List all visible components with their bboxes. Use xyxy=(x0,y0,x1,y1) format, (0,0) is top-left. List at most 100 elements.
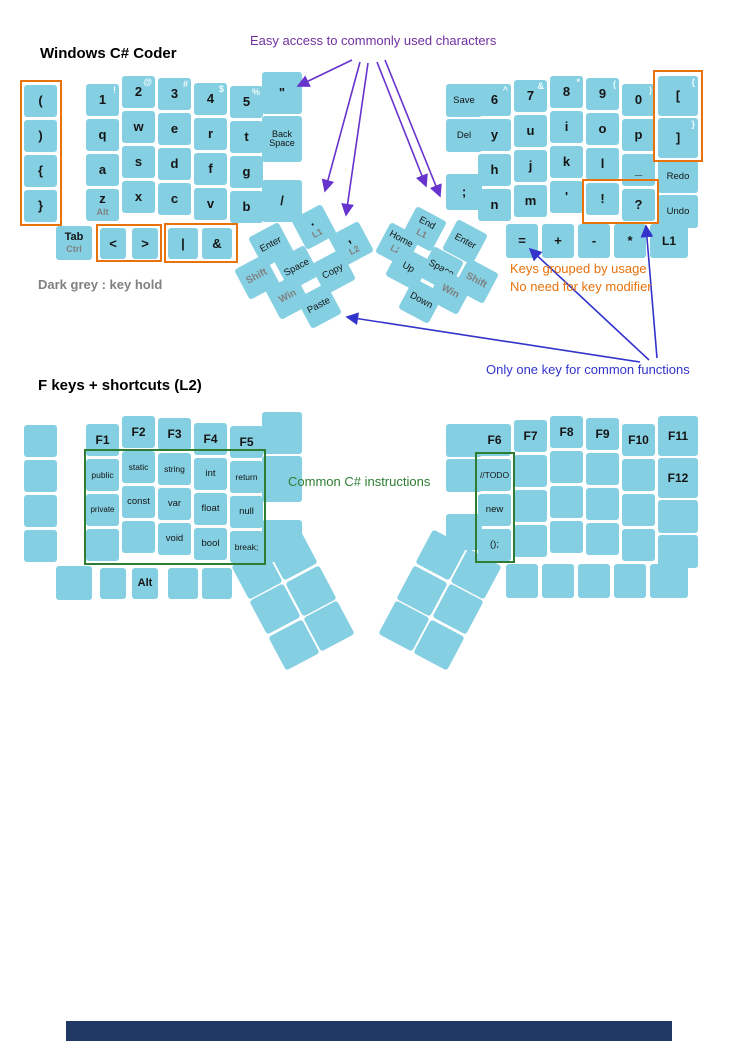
key-symbol: ; xyxy=(446,174,482,210)
note-csharp-instructions: Common C# instructions xyxy=(288,474,431,489)
key-symbol: } xyxy=(24,190,57,222)
key-f: f xyxy=(194,153,227,185)
key-hold-label: Ctrl xyxy=(66,244,82,255)
key-label: d xyxy=(170,156,179,172)
key-blank xyxy=(550,521,583,553)
key-blank xyxy=(658,535,698,568)
key-blank xyxy=(100,568,126,599)
key-label: g xyxy=(242,164,251,180)
key-label: Win xyxy=(439,282,461,301)
orange-highlight-box xyxy=(164,223,238,263)
key-blank xyxy=(24,425,57,457)
key-blank xyxy=(550,451,583,483)
key-blank xyxy=(650,564,688,598)
note-no-modifier: No need for key modifier xyxy=(510,279,652,294)
key-4: $4 xyxy=(194,83,227,115)
key-label: z xyxy=(99,191,106,207)
key-blank xyxy=(586,488,619,520)
key-label: F4 xyxy=(203,431,218,446)
key-e: e xyxy=(158,113,191,145)
key-label: public xyxy=(91,469,114,480)
key-y: y xyxy=(478,119,511,151)
key-label: Back Space xyxy=(269,128,295,148)
key-new: new xyxy=(478,494,511,526)
key-g: g xyxy=(230,156,263,188)
key-label: F11 xyxy=(667,428,688,443)
key-symbol: { xyxy=(24,155,57,187)
key-label: [ xyxy=(675,88,681,104)
key-symbol: ! xyxy=(586,183,619,215)
key-blank xyxy=(586,453,619,485)
key-shifted-symbol: ^ xyxy=(502,85,508,95)
key-label: 9 xyxy=(598,86,607,102)
key-symbol: ( xyxy=(24,85,57,117)
key-label: x xyxy=(134,189,143,205)
key-shifted-symbol: @ xyxy=(143,77,152,87)
key-undo: Undo xyxy=(658,195,698,228)
key-label: Paste xyxy=(305,295,333,317)
key-label: } xyxy=(37,198,44,214)
key-blank xyxy=(56,566,92,600)
key-t: t xyxy=(230,121,263,153)
key-label: . xyxy=(306,214,317,230)
key-shifted-symbol: } xyxy=(691,119,695,129)
key-label: ? xyxy=(634,197,643,213)
key-label: & xyxy=(212,235,222,251)
key-label: - xyxy=(591,233,597,249)
key-label: float xyxy=(201,503,220,515)
key-private: private xyxy=(86,494,119,526)
key-label: L1 xyxy=(661,233,676,248)
key-label: t xyxy=(244,129,249,145)
key-label: l xyxy=(600,156,605,172)
footer-bar xyxy=(66,1021,672,1041)
annotation-arrow xyxy=(376,61,428,188)
key-0: )0 xyxy=(622,84,655,116)
key-label: e xyxy=(170,121,179,137)
key-label: Space xyxy=(282,256,312,279)
key-9: (9 xyxy=(586,78,619,110)
key-blank xyxy=(622,459,655,491)
key-label: , xyxy=(343,231,354,247)
key-label: string xyxy=(164,463,185,474)
key-label: bool xyxy=(201,538,220,550)
key-hold-label: L1 xyxy=(310,226,325,241)
key-label: ; xyxy=(461,184,467,200)
key-string: string xyxy=(158,453,191,485)
key-static: static xyxy=(122,451,155,483)
key-symbol: + xyxy=(542,224,574,258)
key-v: v xyxy=(194,188,227,220)
key-symbol: & xyxy=(202,228,232,259)
key-label: n xyxy=(490,197,499,213)
key-symbol: " xyxy=(262,72,302,114)
key-label: Tab xyxy=(64,230,84,243)
key-8: *8 xyxy=(550,76,583,108)
key-shifted-symbol: $ xyxy=(218,84,224,94)
key-label: v xyxy=(206,196,215,212)
key-o: o xyxy=(586,113,619,145)
key-blank xyxy=(514,525,547,557)
key-redo: Redo xyxy=(658,160,698,193)
key-blank xyxy=(514,455,547,487)
key-blank xyxy=(262,412,302,454)
key-label: static xyxy=(128,461,149,472)
key-blank xyxy=(614,564,646,598)
key-label: Enter xyxy=(452,231,478,252)
key-label: Shift xyxy=(244,266,270,287)
key-symbol: < xyxy=(100,228,126,259)
key-label: f xyxy=(208,161,213,177)
key-label: * xyxy=(627,233,633,249)
key-label: Save xyxy=(453,94,475,106)
key-label: a xyxy=(98,162,107,178)
annotation-arrow xyxy=(345,312,641,363)
key-symbol: ? xyxy=(622,189,655,221)
key-label: F6 xyxy=(487,432,502,447)
key-label: F9 xyxy=(595,426,610,441)
note-easy-access: Easy access to commonly used characters xyxy=(250,33,497,48)
key-label: r xyxy=(207,126,214,142)
key-const: const xyxy=(122,486,155,518)
key-f8: F8 xyxy=(550,416,583,448)
page-title: Windows C# Coder xyxy=(40,45,177,62)
key-blank xyxy=(506,564,538,598)
key-f6: F6 xyxy=(478,424,511,456)
key-blank xyxy=(262,456,302,502)
